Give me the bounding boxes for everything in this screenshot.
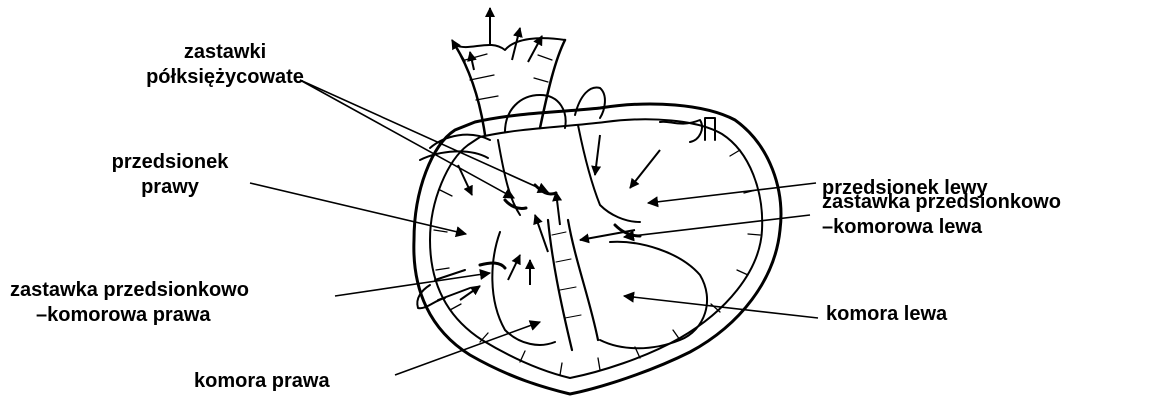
label-right-atrium-line1: przedsionek (60, 150, 280, 175)
label-semilunar-valves-line1: zastawki (110, 40, 340, 65)
leader-lines (250, 80, 818, 375)
leader-left-atrium (648, 183, 816, 203)
label-right-atrium-line2: prawy (60, 175, 280, 200)
label-mitral-valve: zastawka przedsionkowo –komorowa lewa (822, 190, 1061, 240)
heart-outline (414, 38, 781, 394)
label-tricuspid-valve: zastawka przedsionkowo –komorowa prawa (10, 278, 340, 328)
blood-flow-arrows (452, 8, 660, 300)
label-semilunar-valves-line2: półksiężycowate (110, 65, 340, 90)
leader-mitral-valve (624, 215, 810, 237)
label-mitral-valve-line2: –komorowa lewa (822, 215, 1061, 240)
leader-left-ventricle (624, 296, 818, 318)
label-mitral-valve-line1: zastawka przedsionkowo (822, 190, 1061, 215)
label-right-atrium: przedsionek prawy (60, 150, 280, 200)
leader-semilunar-left (300, 80, 514, 198)
label-tricuspid-valve-line1: zastawka przedsionkowo (10, 278, 340, 303)
label-left-ventricle: komora lewa (826, 302, 947, 327)
label-tricuspid-valve-line2: –komorowa prawa (10, 303, 340, 328)
label-right-ventricle: komora prawa (194, 369, 330, 394)
label-semilunar-valves: zastawki półksiężycowate (110, 40, 340, 90)
leader-tricuspid-valve (335, 273, 490, 296)
